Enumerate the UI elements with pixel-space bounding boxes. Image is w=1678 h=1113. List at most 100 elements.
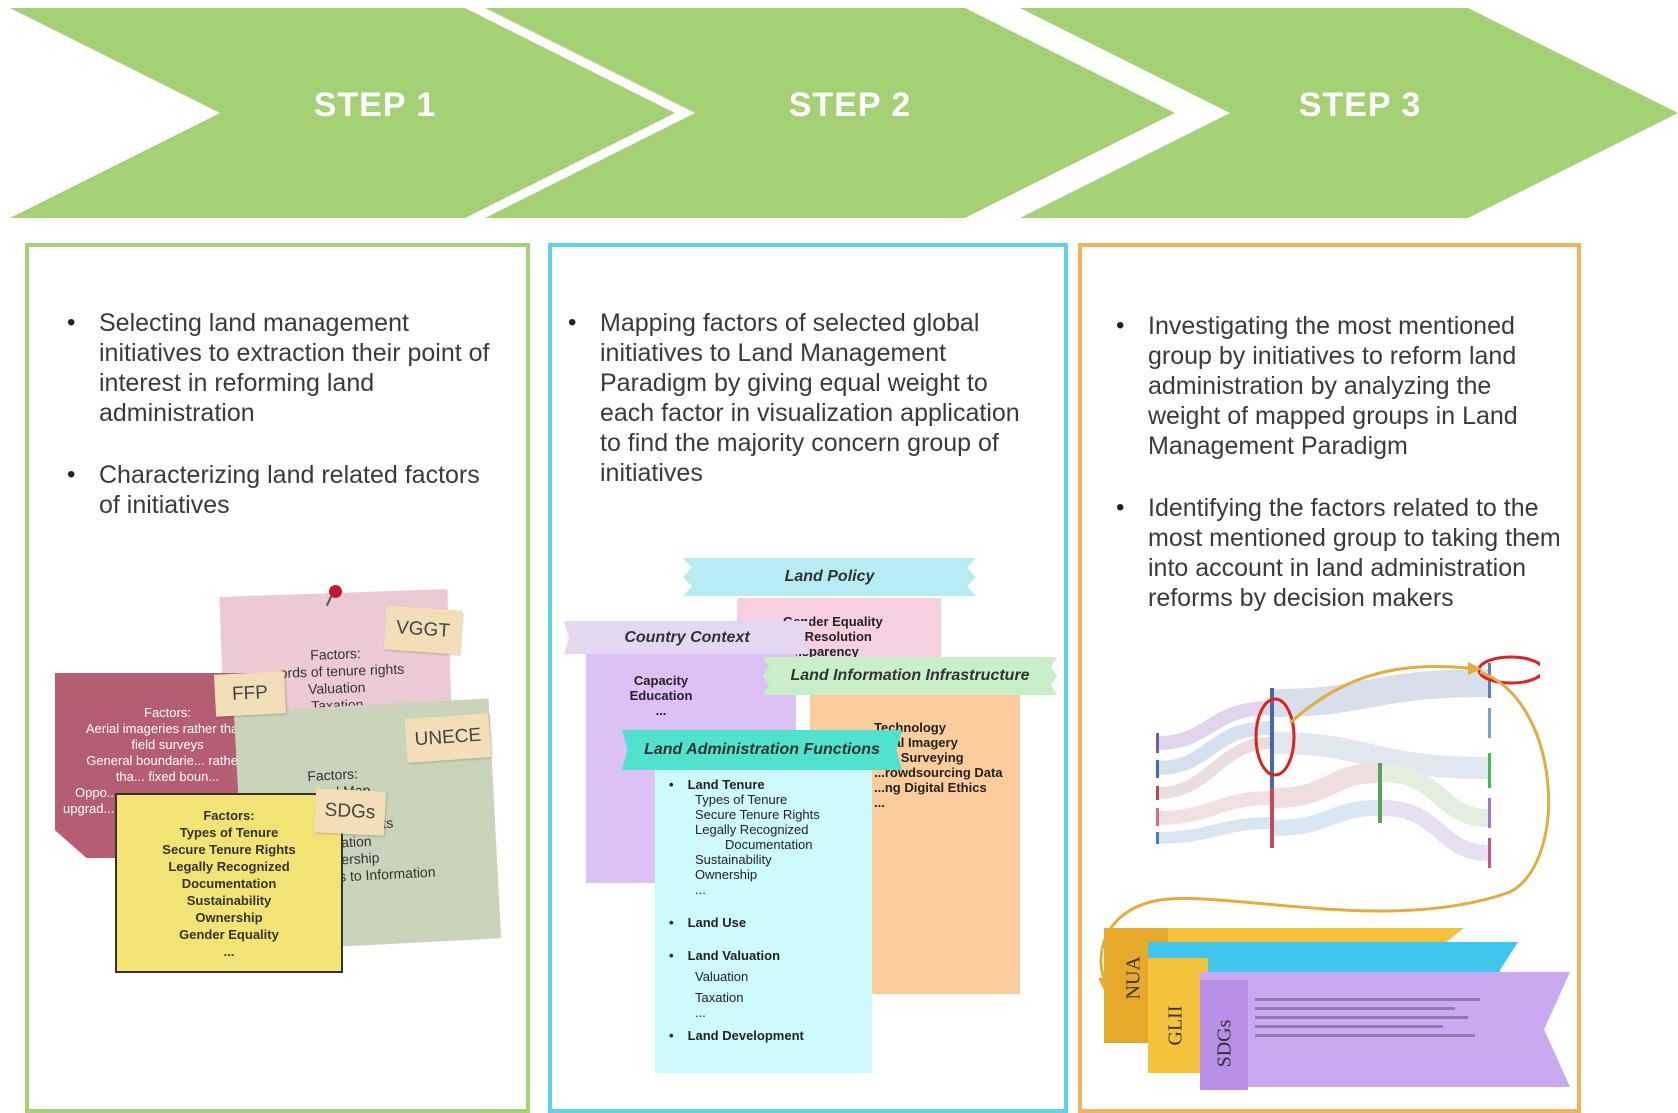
step-3-label: STEP 3 xyxy=(1298,85,1422,124)
sankey-node xyxy=(1378,763,1382,823)
sankey-node xyxy=(1156,760,1159,778)
land-policy-ribbon: Land Policy xyxy=(683,558,976,596)
sankey-flow xyxy=(1273,732,1489,779)
laf-sub: Documentation xyxy=(725,837,813,852)
nua-label: NUA xyxy=(1122,956,1145,1000)
step-1-bullet: Characterizing land related factors of i… xyxy=(65,460,505,520)
policy-item: ...a Resolution xyxy=(783,629,872,644)
laf-sub: Ownership xyxy=(695,867,758,882)
note-line: Documentation xyxy=(181,876,277,891)
sankey-flow xyxy=(1157,701,1271,750)
sankey-node xyxy=(1488,708,1491,738)
lii-item: ...ng Digital Ethics xyxy=(874,780,987,795)
bullet-icon: • xyxy=(669,948,674,963)
glii-flag-body xyxy=(1148,958,1208,1073)
laf-sub: Types of Tenure xyxy=(695,792,788,807)
note-line: Gender Equality xyxy=(179,927,279,942)
ffp-tag: FFP xyxy=(213,671,287,717)
note-line: field surveys xyxy=(131,737,204,752)
laf-sub: ... xyxy=(695,882,706,897)
country-context-ribbon: Country Context xyxy=(564,621,810,654)
sdgs-flag-lines xyxy=(1255,992,1505,1043)
lii-item: ...rowdsourcing Data xyxy=(874,765,1003,780)
note-line: Oppo... xyxy=(75,785,118,800)
note-line: upgrad... xyxy=(63,801,115,816)
sankey-node xyxy=(1488,838,1491,868)
sankey-flow xyxy=(1273,763,1379,808)
tiny-text-line xyxy=(1255,1007,1455,1010)
tiny-text-line xyxy=(1255,1016,1468,1019)
step-3-bullet: Identifying the factors related to the m… xyxy=(1114,493,1569,613)
sankey-flow xyxy=(1381,800,1489,861)
sankey-flow xyxy=(1273,800,1379,836)
tiny-text-line xyxy=(1255,998,1480,1001)
laf-sub: ... xyxy=(695,1005,706,1020)
laf-sub: Valuation xyxy=(695,969,749,984)
laf-tenure: • Land Tenure xyxy=(669,777,872,792)
step-2-label: STEP 2 xyxy=(788,85,912,124)
note-line: tha... fixed boun... xyxy=(115,769,220,784)
vggt-tag: VGGT xyxy=(383,605,463,655)
note-line: Secure Tenure Rights xyxy=(162,842,296,857)
laf-sub: Secure Tenure Rights xyxy=(695,807,820,822)
laf-use: •Land Use xyxy=(669,915,872,930)
note-line: Factors: xyxy=(144,705,191,720)
factors-note-yellow: Factors: Types of Tenure Secure Tenure R… xyxy=(115,793,343,973)
note-line: Aerial imageries rather tha... xyxy=(85,721,250,736)
sankey-diagram xyxy=(1156,655,1540,868)
sdgs-flag xyxy=(1200,972,1570,1087)
context-item: Education xyxy=(629,688,693,703)
note-line: Legally Recognized xyxy=(168,859,290,874)
note-line: General boundarie... rathe... xyxy=(86,753,249,768)
glii-label: GLII xyxy=(1164,1005,1187,1046)
note-line: Ownership xyxy=(195,910,263,925)
context-item: Capacity xyxy=(633,673,689,688)
sankey-node xyxy=(1488,798,1491,828)
sankey-node xyxy=(1270,788,1274,848)
sdgs-label: SDGs xyxy=(1213,1019,1236,1068)
sdgs-flag-body xyxy=(1200,980,1248,1090)
step-2-bullets: Mapping factors of selected global initi… xyxy=(566,308,1036,520)
laf-sub: Sustainability xyxy=(695,852,772,867)
highlight-circle xyxy=(1254,697,1296,777)
bullet-icon: • xyxy=(669,915,674,930)
sankey-node xyxy=(1156,786,1159,800)
tiny-text-line xyxy=(1255,1034,1475,1037)
step-1-label: STEP 1 xyxy=(313,85,437,124)
step-1-bullet: Selecting land management initiatives to… xyxy=(65,308,505,428)
sdgs-tag: SDGs xyxy=(313,788,387,836)
context-item: ... xyxy=(655,703,667,718)
laf-sub: Taxation xyxy=(695,990,744,1005)
sankey-flow xyxy=(1157,721,1271,775)
laf-list: • Land Tenure Types of Tenure Secure Tenu… xyxy=(669,777,872,1043)
laf-development: •Land Development xyxy=(669,1028,872,1043)
step-3-bullet: Investigating the most mentioned group b… xyxy=(1114,311,1569,461)
sankey-node xyxy=(1156,808,1159,826)
laf-sub: Legally Recognized xyxy=(695,822,809,837)
note-line: ... xyxy=(223,944,235,959)
note-line: Sustainability xyxy=(186,893,272,908)
laf-valuation-title: Land Valuation xyxy=(687,948,781,963)
sankey-node xyxy=(1488,753,1491,788)
unece-tag: UNECE xyxy=(404,713,492,763)
sankey-flow xyxy=(1273,669,1489,717)
laf-card: • Land Tenure Types of Tenure Secure Tenu… xyxy=(655,765,872,1073)
sankey-flow xyxy=(1157,817,1271,844)
pushpin-icon xyxy=(329,585,342,598)
step-1-bullets: Selecting land management initiatives to… xyxy=(65,308,505,552)
bullet-icon: • xyxy=(669,777,674,792)
connector-path xyxy=(1099,670,1551,981)
note-line: Types of Tenure xyxy=(179,825,279,840)
laf-ribbon: Land Administration Functions xyxy=(622,730,902,770)
lii-ribbon: Land Information Infrastructure xyxy=(763,657,1057,695)
note-line: Factors: xyxy=(203,808,255,823)
lii-item: ... xyxy=(874,795,885,810)
laf-tenure-title: Land Tenure xyxy=(687,777,765,792)
laf-development-title: Land Development xyxy=(687,1028,804,1043)
sankey-flow xyxy=(1381,764,1489,827)
connector-arrow xyxy=(1288,665,1469,725)
sankey-flows xyxy=(1157,669,1489,861)
sankey-node xyxy=(1270,688,1274,788)
arrowhead-icon xyxy=(1468,662,1482,675)
step-3-bullets: Investigating the most mentioned group b… xyxy=(1114,311,1569,645)
